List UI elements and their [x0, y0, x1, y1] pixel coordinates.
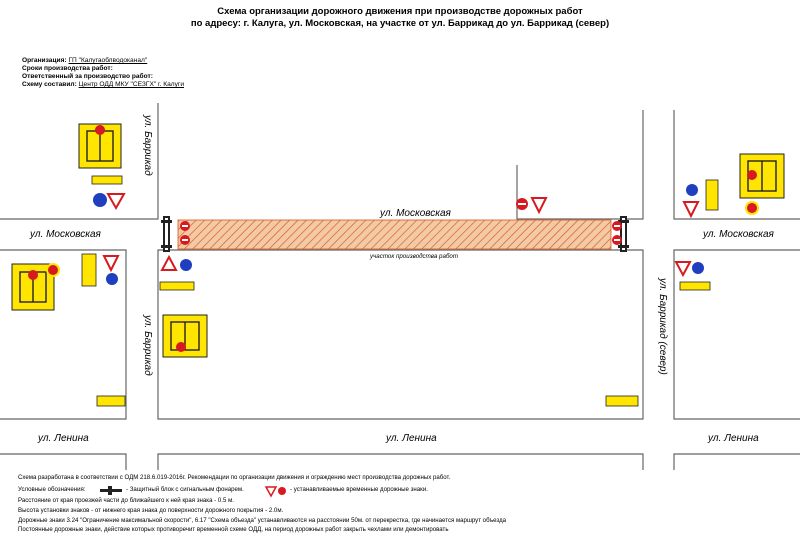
road-works-sign-icon	[160, 254, 178, 271]
road-edges	[0, 103, 800, 470]
street-barrikad-south: ул. Баррикад	[142, 315, 153, 376]
direction-arrow-plate-icon	[91, 175, 123, 185]
detour-scheme-sign-icon	[78, 123, 122, 169]
mandatory-direction-sign-icon	[93, 193, 107, 207]
street-barrikad-north: ул. Баррикад	[142, 115, 153, 176]
street-lenina-center: ул. Ленина	[386, 433, 437, 444]
no-entry-sign-icon	[278, 487, 286, 495]
street-moskovskaya-center: ул. Московская	[380, 208, 451, 219]
mandatory-direction-sign-icon	[180, 259, 192, 271]
info-author: Схему составил: Центр ОДД МКУ "СЕЗГХ" г.…	[22, 81, 184, 88]
road-edge-w	[0, 249, 127, 420]
road-edge-ne	[673, 110, 800, 220]
info-organization: Организация: ГП "Калугаоблводоканал"	[22, 57, 147, 64]
note-legend-block: - Защитный блок с сигнальным фонарем.	[126, 486, 244, 493]
direction-arrow-plate-icon	[605, 395, 639, 407]
protective-block-icon	[100, 486, 122, 495]
info-author-value: Центр ОДД МКУ "СЕЗГХ" г. Калуги	[78, 81, 185, 88]
road-works-sign-icon	[530, 197, 548, 215]
speed-limit-sign-icon	[745, 201, 759, 215]
road-edge-nw	[0, 103, 159, 220]
note-line-6: Постоянные дорожные знаки, действие кото…	[18, 526, 449, 533]
note-legend-signs: - устанавливаемые временные дорожные зна…	[290, 486, 428, 493]
street-lenina-east: ул. Ленина	[708, 433, 759, 444]
title-line-2: по адресу: г. Калуга, ул. Московская, на…	[190, 18, 610, 29]
info-responsible: Ответственный за производство работ:	[22, 73, 153, 80]
road-edge-n	[516, 110, 644, 220]
road-works-sign-icon	[106, 193, 126, 211]
mandatory-direction-sign-icon	[106, 273, 118, 285]
direction-arrow-plate-icon	[679, 281, 711, 291]
note-line-1: Схема разработана в соответствии с ОДМ 2…	[18, 474, 451, 481]
info-author-label: Схему составил:	[22, 81, 77, 88]
info-organization-value: ГП "Калугаоблводоканал"	[68, 57, 148, 64]
road-edge-s	[157, 453, 644, 470]
road-works-sign-icon	[682, 201, 700, 219]
street-barrikad-north-branch: ул. Баррикад (север)	[657, 278, 668, 375]
protective-block-icon	[161, 216, 172, 252]
note-legend-label: Условные обозначения:	[18, 486, 86, 493]
title-line-1: Схема организации дорожного движения при…	[217, 6, 583, 17]
detour-scheme-sign-icon	[162, 314, 208, 358]
mandatory-direction-sign-icon	[686, 184, 698, 196]
direction-arrow-plate-icon	[705, 179, 719, 211]
info-organization-label: Организация:	[22, 57, 67, 64]
road-works-sign-icon	[264, 486, 278, 498]
direction-arrow-plate-icon	[81, 253, 97, 287]
direction-arrow-plate-icon	[96, 395, 126, 407]
road-works-sign-icon	[102, 255, 120, 273]
street-moskovskaya-west: ул. Московская	[30, 229, 101, 240]
info-terms: Сроки производства работ:	[22, 65, 113, 72]
road-edge-sw	[0, 453, 127, 470]
street-lenina-west: ул. Ленина	[38, 433, 89, 444]
road-edge-se	[673, 453, 800, 470]
note-line-4: Высота установки знаков - от нижнего кра…	[18, 507, 284, 514]
road-edge-e	[673, 249, 800, 420]
direction-arrow-plate-icon	[159, 281, 195, 291]
note-line-5: Дорожные знаки 3.24 "Ограничение максима…	[18, 517, 507, 524]
work-section-label: участок производства работ	[370, 253, 459, 260]
street-moskovskaya-east: ул. Московская	[703, 229, 774, 240]
speed-limit-sign-icon	[46, 263, 60, 277]
detour-scheme-sign-icon	[739, 153, 785, 199]
work-zone	[177, 219, 612, 250]
note-line-3: Расстояние от края проезжей части до бли…	[18, 497, 234, 504]
protective-block-icon	[618, 216, 629, 252]
mandatory-direction-sign-icon	[692, 262, 704, 274]
road-works-sign-icon	[674, 261, 692, 278]
road-edge-block	[157, 249, 644, 420]
